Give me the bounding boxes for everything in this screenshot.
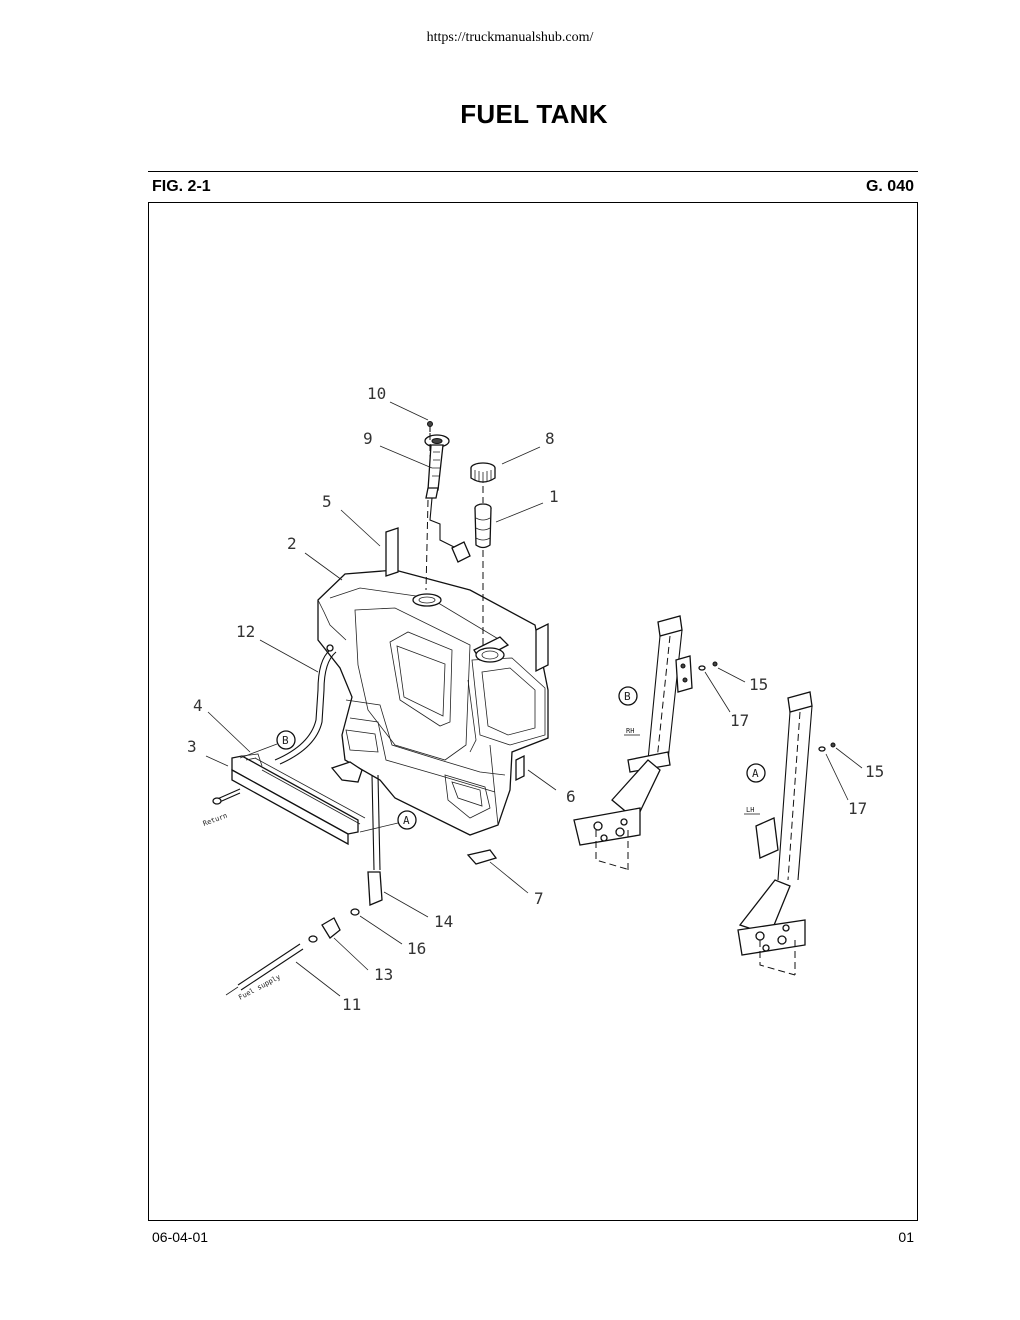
callout-15-rh: 15 <box>749 675 768 694</box>
svg-text:B: B <box>282 734 289 747</box>
callout-5: 5 <box>322 492 332 511</box>
callout-11: 11 <box>342 995 361 1014</box>
svg-text:A: A <box>752 767 759 780</box>
callout-2: 2 <box>287 534 297 553</box>
lh-mounting-bracket: A <box>737 691 836 976</box>
callout-4: 4 <box>193 696 203 715</box>
supply-fitting <box>321 917 341 939</box>
return-label: Return <box>202 812 229 828</box>
callout-7: 7 <box>534 889 544 908</box>
part-6-tab <box>515 754 525 782</box>
callout-16: 16 <box>407 939 426 958</box>
callout-10: 10 <box>367 384 386 403</box>
callout-3: 3 <box>187 737 197 756</box>
callout-17-lh: 17 <box>848 799 867 818</box>
revision-date: 06-04-01 <box>152 1229 209 1245</box>
fuel-level-sender <box>424 421 471 563</box>
header-rule <box>148 171 918 172</box>
svg-text:A: A <box>403 814 410 827</box>
source-url: https://truckmanualshub.com/ <box>426 30 594 45</box>
callout-9: 9 <box>363 429 373 448</box>
filler-cap-and-strainer <box>470 462 496 549</box>
ref-marker-b-tank <box>276 730 296 750</box>
ref-marker-a-lh <box>746 763 766 783</box>
callout-13: 13 <box>374 965 393 984</box>
page-number: 01 <box>898 1229 914 1245</box>
page-title: FUEL TANK <box>460 99 608 129</box>
callout-numbers: 1 2 3 4 5 6 7 8 9 10 11 12 13 14 15 15 1… <box>187 384 884 1014</box>
rh-mounting-bracket: B <box>573 615 718 871</box>
return-line <box>274 649 331 761</box>
tank-guard <box>212 753 366 846</box>
part-7-bracket <box>466 849 498 865</box>
group-number: G. 040 <box>865 178 914 195</box>
callout-15-lh: 15 <box>865 762 884 781</box>
svg-text:B: B <box>624 690 631 703</box>
lh-label: LH <box>746 806 754 814</box>
ref-marker-b-rh <box>618 686 638 706</box>
leader-lines <box>205 401 863 997</box>
fuel-supply-pipe <box>237 943 301 986</box>
callout-17-rh: 17 <box>730 711 749 730</box>
part-5-strap <box>385 527 399 577</box>
tank-bracket <box>330 761 363 783</box>
callout-6: 6 <box>566 787 576 806</box>
fuel-tank <box>317 569 549 836</box>
figure-number: FIG. 2-1 <box>152 178 211 195</box>
drawing-frame <box>148 202 918 1221</box>
ref-marker-a-tank <box>397 810 417 830</box>
callout-14: 14 <box>434 912 453 931</box>
callout-12: 12 <box>236 622 255 641</box>
callout-8: 8 <box>545 429 555 448</box>
callout-1: 1 <box>549 487 559 506</box>
supply-hose <box>371 774 375 871</box>
rh-label: RH <box>626 727 634 735</box>
hose-clamp <box>350 908 360 916</box>
